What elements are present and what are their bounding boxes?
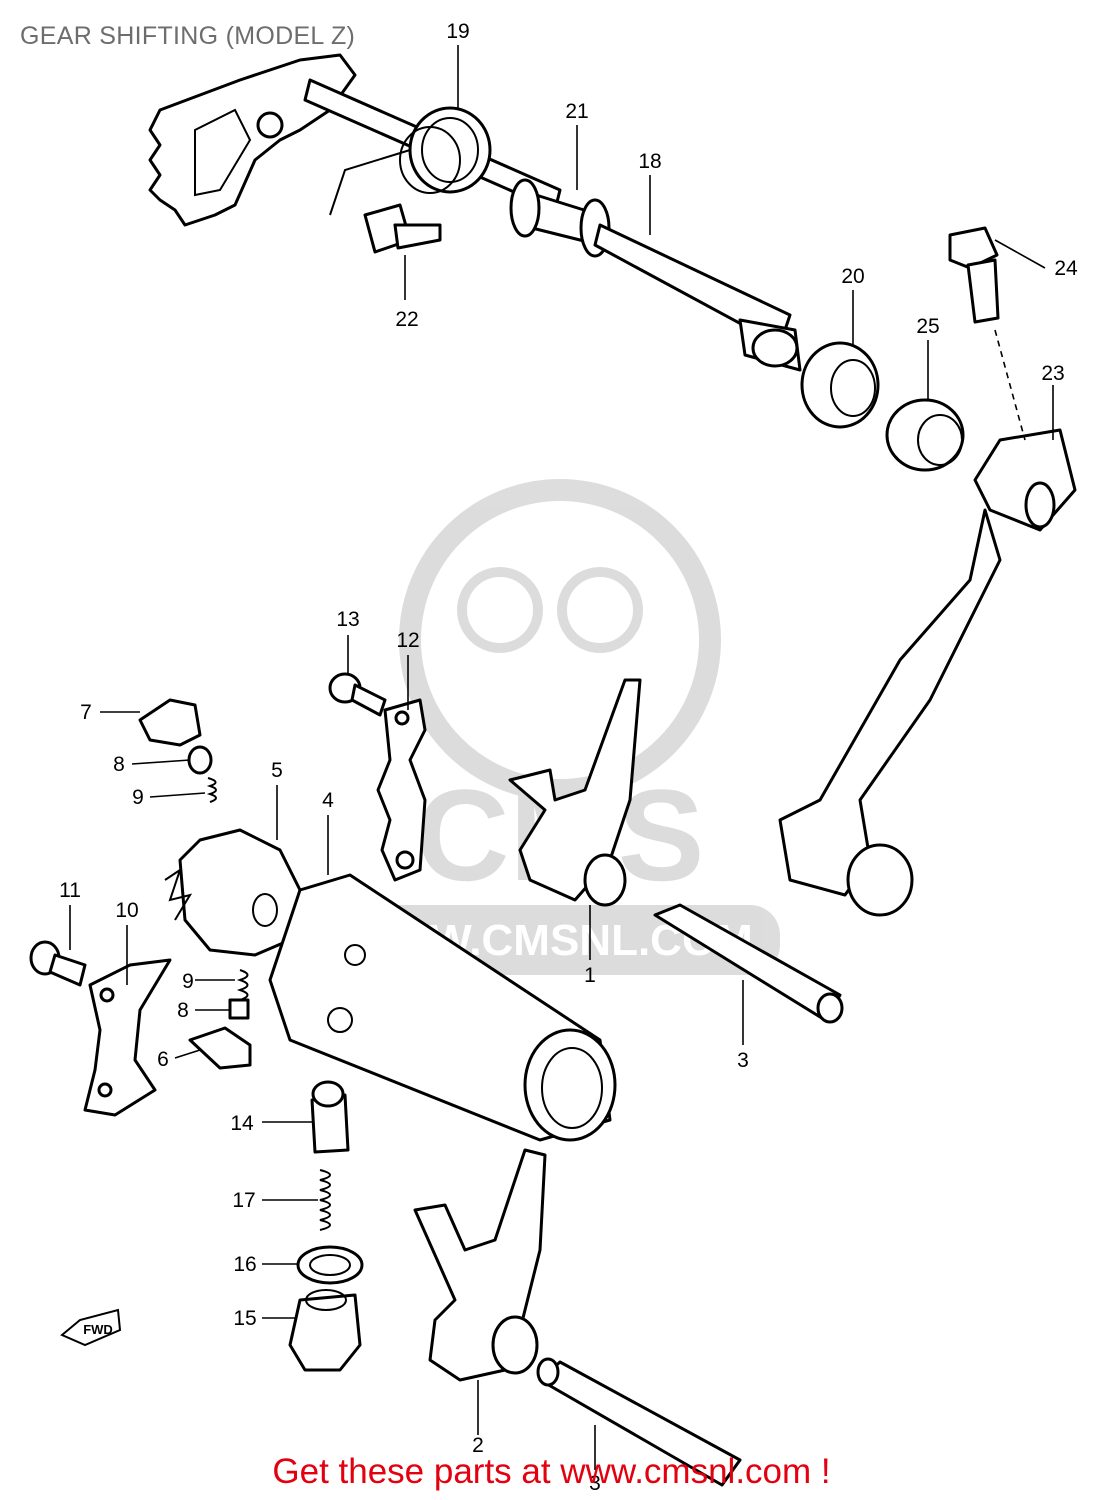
- callout-9-upper: 9: [132, 786, 144, 809]
- part-10-retainer-plate: [83, 958, 172, 1117]
- promo-banner[interactable]: Get these parts at www.cmsnl.com !: [272, 1452, 831, 1491]
- part-12-stopper-plate: [376, 698, 427, 882]
- callout-13: 13: [336, 608, 359, 631]
- callout-8-lower: 8: [177, 999, 189, 1022]
- callout-labels: 19 21 18 20 25 23 24 22 13 12 7 8 9 5 4 …: [59, 20, 1078, 1495]
- part-15-plug: [288, 1289, 362, 1372]
- part-16-gasket: [296, 1245, 364, 1285]
- callout-25: 25: [916, 315, 939, 338]
- part-25-spacer: [885, 398, 965, 472]
- callout-16: 16: [233, 1253, 256, 1276]
- part-1-gear-shift-fork: [508, 678, 642, 907]
- callout-14: 14: [230, 1112, 254, 1135]
- callout-15: 15: [233, 1307, 256, 1330]
- callout-5: 5: [271, 759, 283, 782]
- callout-19: 19: [446, 20, 469, 43]
- callout-4: 4: [322, 789, 334, 812]
- callout-3-lower: 3: [589, 1472, 601, 1495]
- leader-lines: [69, 45, 1054, 1470]
- part-13-screw: [328, 672, 387, 717]
- part-19-gearshift-arm-assembly: [148, 53, 562, 227]
- callout-6: 6: [157, 1048, 169, 1071]
- callout-18: 18: [638, 150, 661, 173]
- part-23-gearshift-lever: [778, 428, 1077, 917]
- part-17-neutral-spring: [319, 1169, 331, 1231]
- callout-24: 24: [1054, 257, 1078, 280]
- callout-7: 7: [80, 701, 92, 724]
- callout-1: 1: [584, 964, 596, 987]
- callout-9-lower: 9: [182, 970, 194, 993]
- callout-2: 2: [472, 1434, 484, 1457]
- part-18-gearshift-shaft: [593, 223, 802, 372]
- callout-17: 17: [232, 1189, 255, 1212]
- part-8-pin-upper: [187, 745, 213, 775]
- callout-3-upper: 3: [737, 1049, 749, 1072]
- part-22-bolt: [363, 203, 442, 254]
- fwd-label: FWD: [83, 1322, 113, 1337]
- part-4-gear-shift-cam: [268, 873, 617, 1142]
- callout-21: 21: [565, 100, 588, 123]
- callout-23: 23: [1041, 362, 1064, 385]
- callout-20: 20: [841, 265, 864, 288]
- part-5-gear-shift-cam-plate: [164, 828, 302, 957]
- part-9-spring-upper: [206, 777, 217, 803]
- callout-11: 11: [59, 879, 81, 902]
- part-3-fork-shaft-lower: [536, 1357, 742, 1487]
- part-7-cam-stopper: [138, 698, 202, 747]
- callout-10: 10: [115, 899, 138, 922]
- part-14-neutral-pin: [310, 1080, 350, 1154]
- part-6-cam-stopper: [188, 1026, 252, 1070]
- part-24-bolt: [948, 226, 1000, 324]
- fwd-arrow-icon: FWD: [60, 1308, 122, 1347]
- part-2-gear-shift-fork: [413, 1148, 547, 1382]
- callout-12: 12: [396, 629, 419, 652]
- callout-22: 22: [395, 308, 418, 331]
- callout-8-upper: 8: [113, 753, 125, 776]
- part-11-screw: [29, 940, 87, 987]
- part-20-oil-seal: [800, 341, 880, 429]
- page-title: GEAR SHIFTING (MODEL Z): [20, 22, 356, 50]
- part-3-fork-shaft-upper: [653, 903, 844, 1024]
- part-9-spring-lower: [236, 969, 249, 1001]
- part-8-pin-lower: [228, 998, 250, 1020]
